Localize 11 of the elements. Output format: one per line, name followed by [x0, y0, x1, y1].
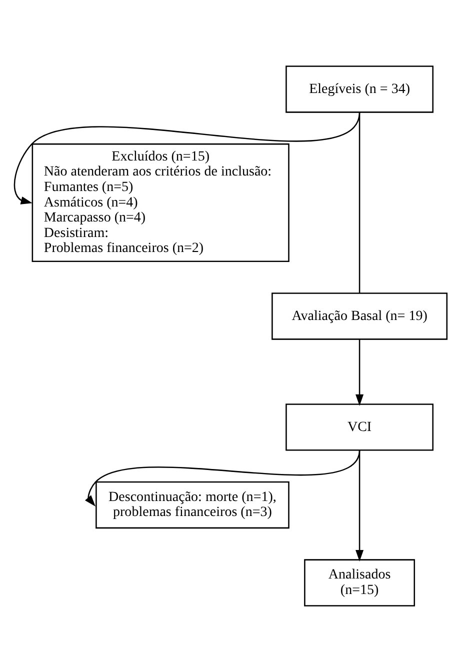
- node-box: Excluídos (n=15) Não atenderam aos critérios de inclusão: Fumantes (n=5) Asmáticos (n=4) Marcapasso (n=4) Desistiram: Problemas financeiros (n=2): [31, 143, 289, 262]
- node-box: Analisados (n=15): [304, 559, 415, 606]
- node-box: Elegíveis (n = 34): [285, 66, 433, 113]
- node-box: Descontinuação: morte (n=1), problemas financeiros (n=3): [95, 481, 289, 529]
- arrow: [84, 450, 360, 506]
- node-box: VCI: [285, 404, 433, 451]
- arrow: [13, 112, 360, 204]
- node-box: Avaliação Basal (n= 19): [271, 292, 448, 340]
- arrow: [355, 339, 364, 406]
- arrow: [355, 450, 364, 562]
- connector: [358, 112, 360, 294]
